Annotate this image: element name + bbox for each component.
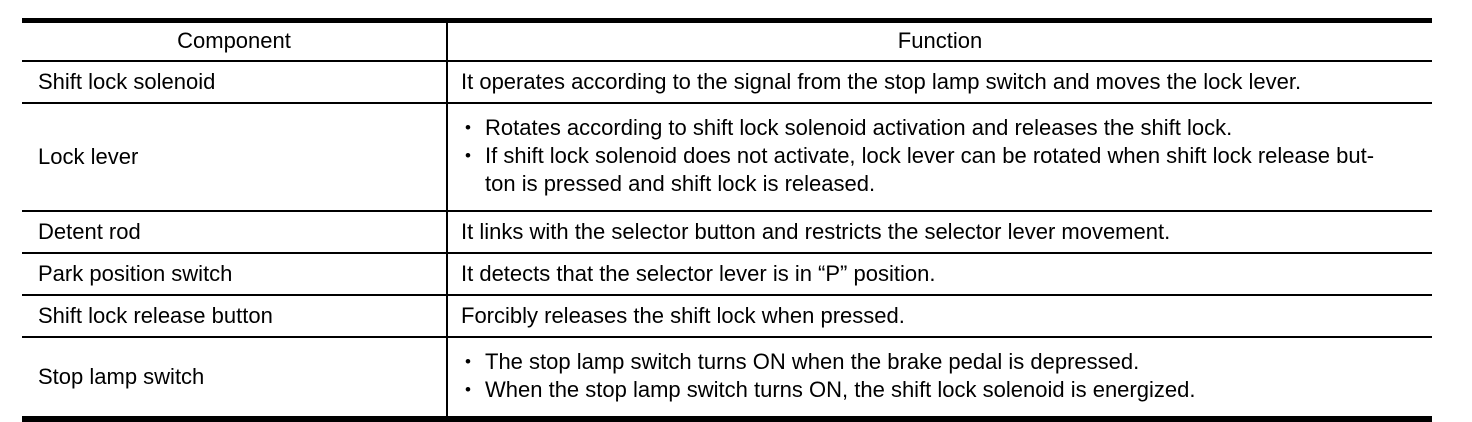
function-cell: It operates according to the signal from… — [447, 60, 1432, 104]
header-function: Function — [447, 20, 1432, 62]
function-text-item: Forcibly releases the shift lock when pr… — [448, 302, 1418, 330]
table-row: Park position switch It detects that the … — [22, 252, 1432, 296]
function-text-item: It operates according to the signal from… — [448, 68, 1418, 96]
component-cell: Stop lamp switch — [22, 336, 448, 420]
function-item-text: When the stop lamp switch turns ON, the … — [485, 376, 1196, 402]
component-cell: Shift lock release button — [22, 294, 448, 338]
component-cell: Park position switch — [22, 252, 448, 296]
component-cell: Shift lock solenoid — [22, 60, 448, 104]
function-item-text: It links with the selector button and re… — [461, 218, 1171, 244]
table-row: Lock lever • Rotates according to shift lo… — [22, 102, 1432, 212]
function-cell: It detects that the selector lever is in… — [447, 252, 1432, 296]
function-item-text: It operates according to the signal from… — [461, 68, 1302, 94]
component-cell: Lock lever — [22, 102, 448, 212]
bullet-icon: • — [465, 117, 471, 137]
bullet-icon: • — [465, 145, 471, 165]
function-item-text: Rotates according to shift lock solenoid… — [485, 114, 1233, 140]
table-row: Shift lock release button Forcibly releas… — [22, 294, 1432, 338]
function-text-item: It links with the selector button and re… — [448, 218, 1418, 246]
table-body: Shift lock solenoid It operates according… — [22, 60, 1432, 420]
function-item-text: It detects that the selector lever is in… — [461, 260, 936, 286]
function-cell: • Rotates according to shift lock solenoi… — [447, 102, 1432, 212]
function-cell: It links with the selector button and re… — [447, 210, 1432, 254]
function-text-item: It detects that the selector lever is in… — [448, 260, 1418, 288]
function-bullet-item: • When the stop lamp switch turns ON, the… — [448, 376, 1418, 404]
component-cell: Detent rod — [22, 210, 448, 254]
bullet-icon: • — [465, 379, 471, 399]
header-row: Component Function — [22, 20, 1432, 62]
header-component: Component — [22, 20, 448, 62]
table-row: Detent rod It links with the selector but… — [22, 210, 1432, 254]
function-item-text: The stop lamp switch turns ON when the b… — [485, 348, 1140, 374]
function-cell: • The stop lamp switch turns ON when the … — [447, 336, 1432, 420]
function-item-text: If shift lock solenoid does not activate… — [485, 142, 1375, 196]
bullet-icon: • — [465, 351, 471, 371]
function-cell: Forcibly releases the shift lock when pr… — [447, 294, 1432, 338]
function-bullet-item: • The stop lamp switch turns ON when the … — [448, 348, 1418, 376]
function-item-text: Forcibly releases the shift lock when pr… — [461, 302, 905, 328]
function-bullet-item: • Rotates according to shift lock solenoi… — [448, 114, 1418, 142]
table-row: Stop lamp switch • The stop lamp switch tu… — [22, 336, 1432, 420]
function-bullet-item: • If shift lock solenoid does not activat… — [448, 142, 1418, 198]
table-row: Shift lock solenoid It operates according… — [22, 60, 1432, 104]
